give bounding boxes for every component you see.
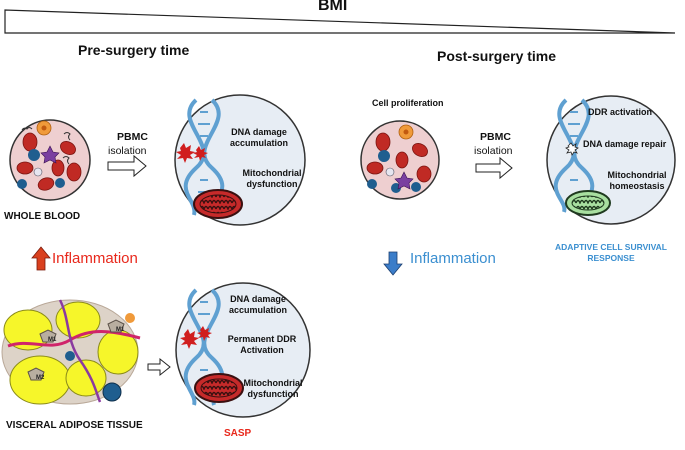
adipose-tissue-label: VISCERAL ADIPOSE TISSUE	[6, 420, 143, 431]
dna-repair-label: DNA damage repair	[583, 139, 667, 149]
post-pbmc-cell	[546, 95, 676, 225]
post-isolation-label: isolation	[474, 145, 513, 157]
m1-marker-left: M1	[48, 337, 57, 343]
adipose-tissue: M2 M1 M1	[1, 299, 141, 405]
adipose-arrow	[147, 357, 171, 377]
ddr-activation-label: DDR activation	[588, 107, 653, 117]
up-arrow-icon	[31, 246, 51, 271]
bmi-wedge	[4, 9, 676, 34]
m1-marker-right: M1	[116, 327, 125, 333]
pre-surgery-title: Pre-surgery time	[78, 42, 190, 58]
pre-pbmc-cell	[174, 94, 306, 226]
whole-blood-circle	[9, 119, 91, 201]
post-inflammation-label: Inflammation	[410, 250, 496, 267]
sasp-label: SASP	[224, 428, 252, 439]
pbmc-arrow-post	[475, 156, 513, 180]
bmi-label: BMI	[318, 0, 348, 14]
post-pbmc-label: PBMC	[480, 131, 511, 143]
down-arrow-icon	[383, 251, 403, 276]
pre-inflammation-label: Inflammation	[52, 250, 138, 267]
pbmc-arrow-pre	[107, 154, 147, 178]
whole-blood-label: WHOLE BLOOD	[4, 211, 81, 222]
pre-isolation-label: isolation	[108, 145, 147, 157]
pre-pbmc-label: PBMC	[117, 131, 148, 143]
post-blood-circle	[360, 120, 440, 200]
adipose-pbmc-cell	[175, 282, 311, 418]
post-surgery-title: Post-surgery time	[437, 48, 557, 64]
m2-marker: M2	[36, 375, 45, 381]
cell-proliferation-label: Cell proliferation	[372, 98, 444, 108]
